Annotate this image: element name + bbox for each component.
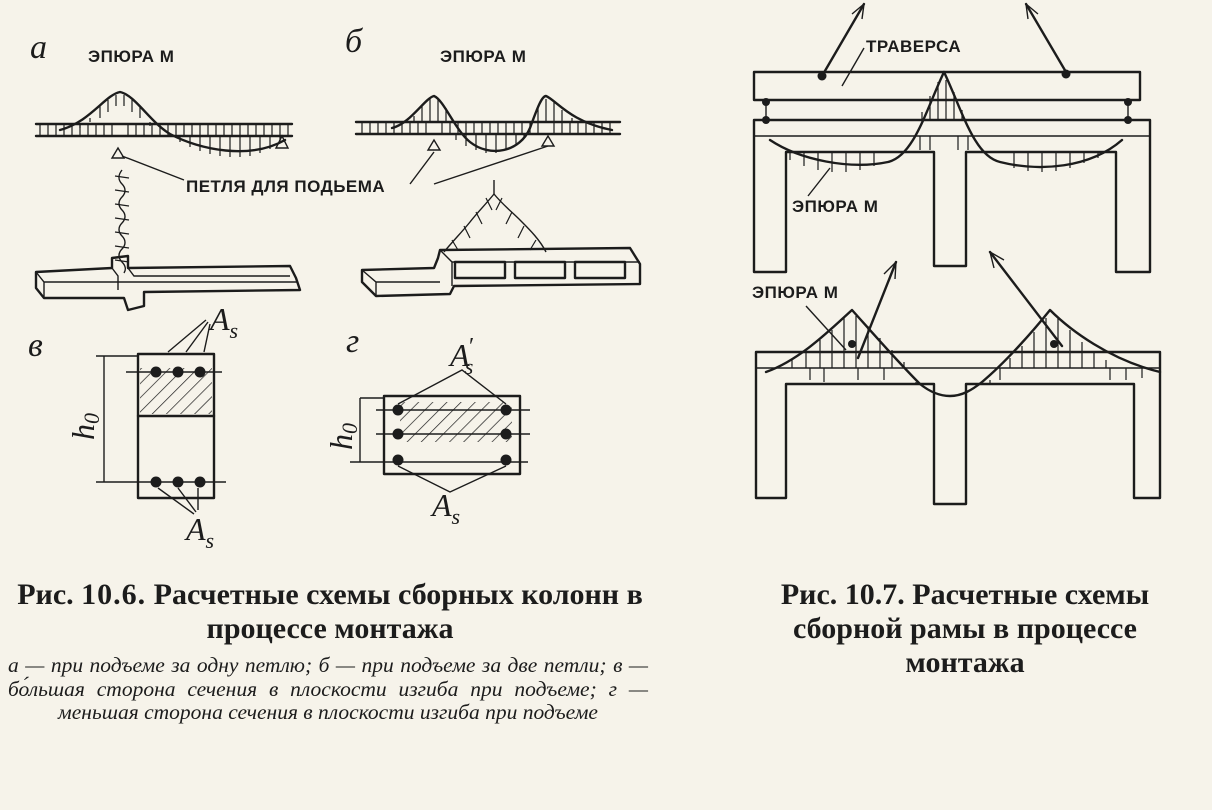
compression-zone <box>400 402 512 442</box>
leader-line <box>409 151 435 185</box>
panel-a: а ЭПЮРА М ПЕТЛЯ ДЛЯ ПОДЬЕМА <box>30 29 549 312</box>
column-a <box>34 254 302 312</box>
leader-line <box>805 305 847 351</box>
figure-10-7-caption: Рис. 10.7. Расчетные схемы сборной рамы … <box>780 578 1150 679</box>
moment-diagram-a <box>58 90 287 157</box>
figure-10-6-legend: а — при подъеме за одну петлю; б — при п… <box>8 653 648 724</box>
height-symbol: h0 <box>323 423 362 450</box>
moment-diagram-bottom <box>764 308 1162 398</box>
column-b <box>360 246 642 298</box>
panel-g-letter: г <box>346 323 359 360</box>
moment-label-top: ЭПЮРА М <box>792 197 878 216</box>
panel-a-letter: а <box>30 29 47 66</box>
panel-b-letter: б <box>345 23 364 60</box>
lifting-chain-b <box>443 180 547 253</box>
leader-line <box>397 465 507 493</box>
lifting-arrows-top <box>820 2 1068 87</box>
support-triangle <box>426 138 442 151</box>
leader-line <box>433 145 549 185</box>
panel-b: б ЭПЮРА М <box>345 23 642 298</box>
traverse-beam <box>752 69 1142 120</box>
moment-label-a: ЭПЮРА М <box>88 47 174 66</box>
support-triangle <box>110 146 126 159</box>
support-triangle <box>540 134 556 147</box>
rebar-bottom <box>150 476 206 488</box>
height-symbol: h0 <box>65 413 104 440</box>
lifting-arrows-bottom <box>856 250 1064 360</box>
moment-diagram-b <box>390 94 614 153</box>
figure-diagram: а ЭПЮРА М ПЕТЛЯ ДЛЯ ПОДЬЕМА б ЭПЮРА М <box>28 2 1162 553</box>
moment-diagram-top <box>768 70 1124 172</box>
leader-line <box>397 369 507 405</box>
moment-label-b: ЭПЮРА М <box>440 47 526 66</box>
lift-loop-label: ПЕТЛЯ ДЛЯ ПОДЬЕМА <box>186 177 385 196</box>
reinf-label-top: As <box>208 301 238 343</box>
moment-label-bottom: ЭПЮРА М <box>752 283 838 302</box>
panel-v: в h0 As As <box>28 301 238 553</box>
frame-top-structure <box>752 116 1152 274</box>
leader-line <box>167 319 211 353</box>
figure-10-6-caption: Рис. 10.6. Расчетные схемы сборных колон… <box>10 578 650 646</box>
traverse-label: ТРАВЕРСА <box>866 37 961 56</box>
figure-10-6-title: Рис. 10.6. Расчетные схемы сборных колон… <box>17 578 643 645</box>
beam-b <box>354 120 622 136</box>
rebar-tension <box>392 428 512 466</box>
leader-line <box>157 487 199 515</box>
frame-bottom: ЭПЮРА М <box>752 250 1162 506</box>
support-triangle <box>274 134 290 149</box>
beam-a <box>34 122 294 138</box>
leader-line <box>121 155 185 181</box>
frame-top: ТРАВЕРСА ЭПЮРА М <box>752 2 1152 274</box>
rebar-compression <box>392 404 512 416</box>
reinf-label-bottom: As <box>184 511 214 553</box>
lifting-chain-a <box>114 169 130 274</box>
panel-v-letter: в <box>28 327 43 364</box>
reinf-label-top: A′s <box>448 334 474 379</box>
frame-bottom-structure <box>754 350 1162 506</box>
panel-g: г h0 A′s As <box>323 323 530 529</box>
leader-line <box>807 167 831 197</box>
section-g-outline <box>382 394 522 476</box>
rebar-top <box>150 366 206 378</box>
reinf-label-bottom: As <box>430 487 460 529</box>
section-v-outline <box>136 352 216 500</box>
